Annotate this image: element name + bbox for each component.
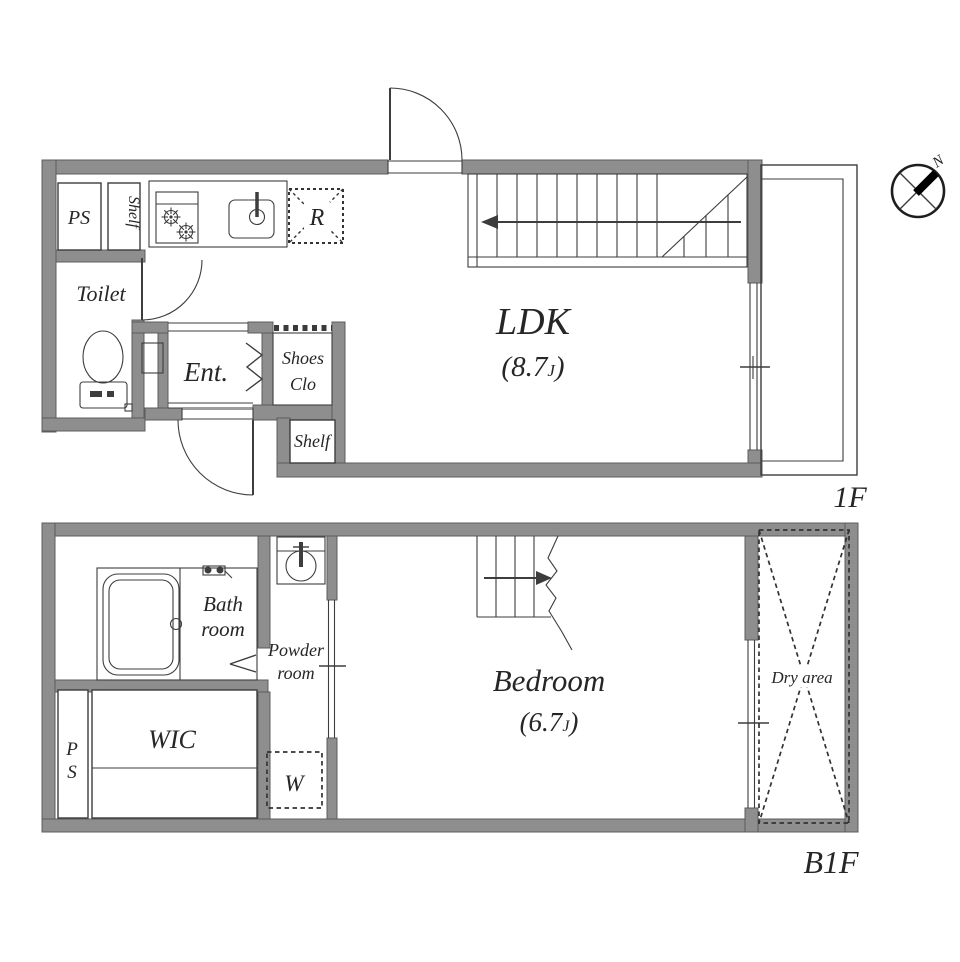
stairs-1f: [467, 173, 748, 268]
bedroom-label: Bedroom: [493, 663, 606, 698]
room-bedroom: Bedroom (6.7J): [493, 640, 769, 808]
powder-label-2: room: [277, 663, 314, 683]
room-wic: WIC: [91, 689, 258, 819]
room-shelf-top: Shelf: [107, 182, 142, 251]
bedroom-window: [738, 640, 769, 808]
washer-space: W: [266, 751, 323, 809]
room-toilet: Toilet: [76, 258, 203, 412]
room-shelf-bottom: Shelf: [289, 419, 336, 464]
room-shoes-closet: Shoes Clo: [272, 325, 333, 406]
floor-b1f-plan: Bath room P S WIC: [41, 522, 859, 880]
toilet-door: [141, 258, 203, 321]
bedroom-area-label: (6.7J): [520, 707, 579, 737]
shelf-bottom-label: Shelf: [294, 431, 333, 451]
shoes-label-2: Clo: [290, 374, 316, 394]
shoes-label-1: Shoes: [282, 348, 324, 368]
stove: [155, 191, 199, 244]
washer-label: W: [284, 771, 305, 796]
fridge-label: R: [309, 205, 325, 231]
terrace-door: [387, 87, 463, 174]
ps-b1f-label-1: P: [65, 739, 78, 760]
room-ps-1f: PS: [57, 182, 102, 251]
fridge-space: R: [288, 188, 344, 244]
ent-thresholds: [168, 322, 254, 420]
burner-icon: [160, 206, 182, 228]
bath-faucet-icon: [202, 565, 233, 579]
floor-1f-plan: PS Shelf: [41, 87, 867, 514]
compass-circle: [890, 163, 946, 219]
stairs-break-line: [545, 535, 573, 651]
powder-sliding-door: [319, 600, 346, 738]
walls-1f: [41, 159, 763, 478]
ldk-label: LDK: [495, 301, 572, 343]
washbasin: [276, 536, 326, 585]
bathroom-label-1: Bath: [203, 592, 243, 616]
dry-area-label: Dry area: [770, 668, 832, 687]
toilet-label: Toilet: [76, 281, 126, 306]
ldk-window: [740, 283, 770, 450]
burner-icon: [175, 221, 197, 243]
bath-door-mark: [229, 654, 257, 673]
room-entrance: Ent.: [177, 342, 264, 496]
north-needle: [913, 170, 939, 196]
powder-label-1: Powder: [267, 640, 325, 660]
wic-label: WIC: [148, 725, 196, 754]
ent-label: Ent.: [183, 357, 228, 387]
ps-label: PS: [67, 207, 90, 229]
compass-rose: N: [890, 152, 948, 219]
room-bathroom: Bath room: [96, 565, 258, 681]
kitchen-sink: [228, 192, 275, 239]
stairs-up-arrow: [484, 571, 552, 585]
wall-niche: [141, 342, 164, 374]
room-powder: Powder room W: [266, 536, 346, 809]
dry-area: Dry area: [758, 529, 850, 824]
ps-b1f-label-2: S: [67, 762, 77, 783]
shelf-top-label: Shelf: [125, 196, 142, 231]
walls-b1f: [41, 522, 859, 833]
entrance-door: [177, 419, 254, 496]
room-ldk: LDK (8.7J): [495, 301, 572, 383]
kitchen-counter: [148, 180, 288, 248]
balcony: [760, 164, 858, 476]
bathroom-label-2: room: [201, 617, 245, 641]
toilet-fixture: [79, 330, 133, 412]
room-ps-b1f: P S: [57, 689, 89, 819]
door-swing-arc: [389, 87, 463, 161]
floor-b1f-label: B1F: [803, 844, 859, 880]
bathtub: [102, 573, 183, 676]
stairs-b1f: [476, 535, 573, 651]
floor-1f-label: 1F: [833, 481, 867, 514]
ldk-area-label: (8.7J): [501, 351, 564, 383]
folding-door: [245, 342, 264, 392]
stairs-down-arrow: [481, 215, 741, 229]
